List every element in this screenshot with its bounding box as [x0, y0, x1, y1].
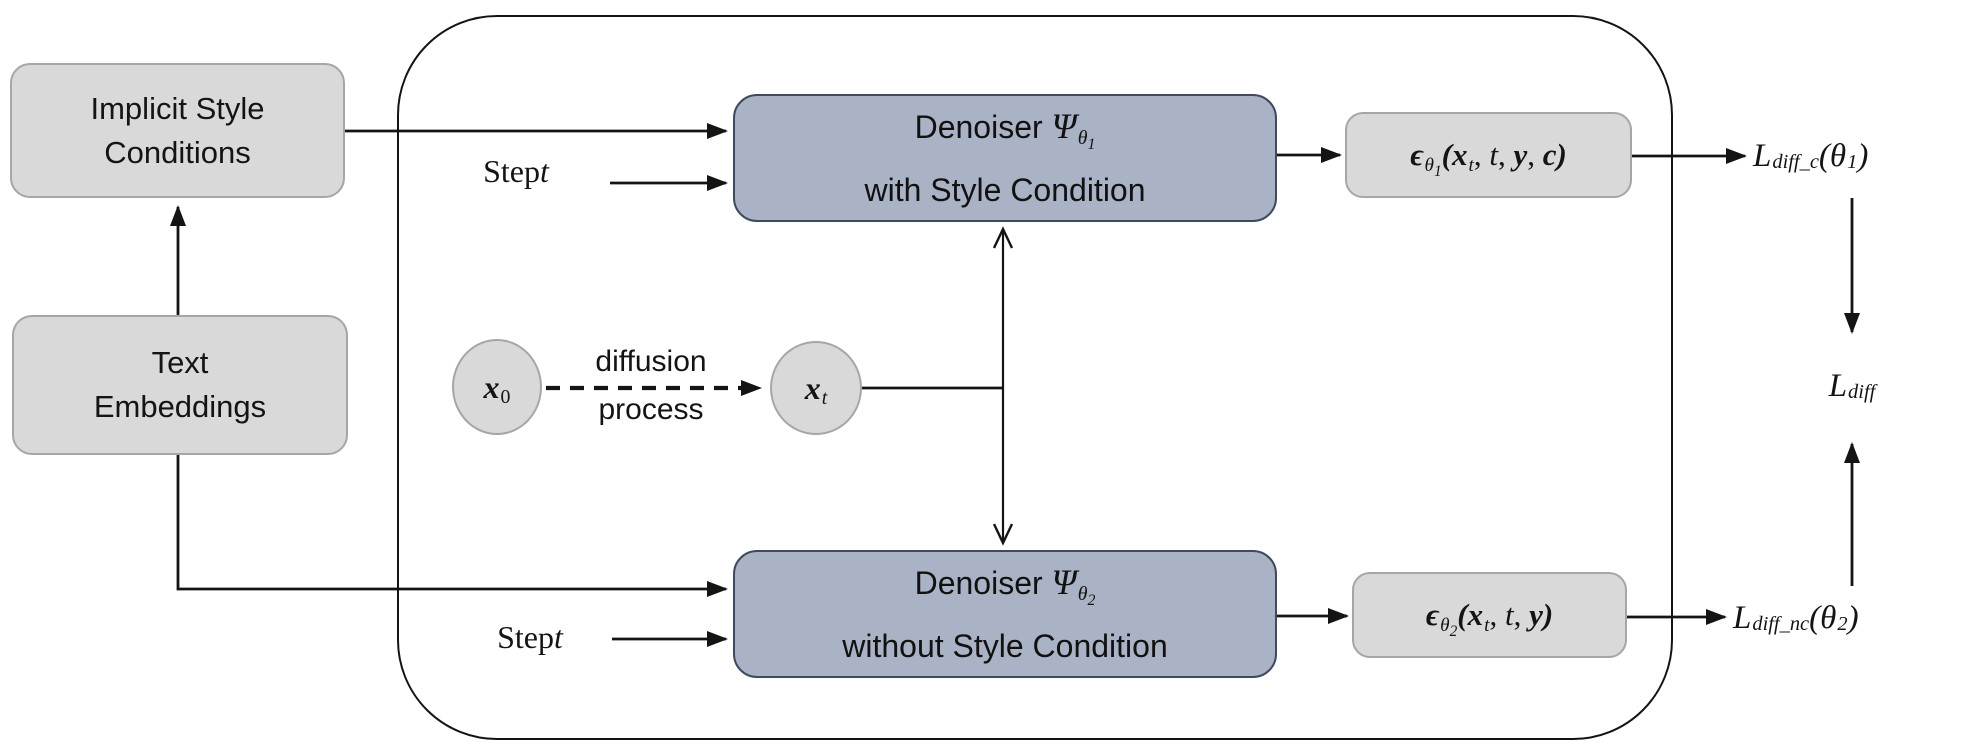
denoiser2-title: Denoiser Ψθ2	[915, 554, 1096, 618]
implicit-style-conditions-box: Implicit Style Conditions	[10, 63, 345, 198]
eps1-expression: ϵθ1(xt, t, y, c)	[1410, 137, 1567, 181]
xt-node: xt	[770, 341, 862, 435]
x0-node: x0	[452, 339, 542, 435]
eps2-expression: ϵθ2(xt, t, y)	[1425, 597, 1554, 641]
eps2-output-box: ϵθ2(xt, t, y)	[1352, 572, 1627, 658]
denoiser1-box: Denoiser Ψθ1 with Style Condition	[733, 94, 1277, 222]
denoiser2-subscript: θ2	[1077, 582, 1096, 610]
psi-symbol: Ψ	[1051, 106, 1077, 146]
diffusion-process-line2: process	[598, 393, 704, 426]
xt-label: xt	[804, 369, 828, 410]
text-embeddings-line2: Embeddings	[93, 389, 267, 424]
text-embeddings-line1: Text	[151, 345, 209, 380]
diffusion-process-caption: diffusion process	[551, 338, 751, 434]
step-t-label-bottom: Step t	[497, 618, 563, 655]
implicit-style-conditions-line1: Implicit Style	[90, 90, 265, 126]
denoiser1-title: Denoiser Ψθ1	[915, 98, 1096, 162]
psi-symbol: Ψ	[1051, 562, 1077, 602]
training-container-frame	[397, 15, 1673, 740]
denoiser1-title-text: Denoiser	[914, 109, 1052, 145]
diffusion-process-line1: diffusion	[595, 345, 707, 378]
implicit-style-conditions-line2: Conditions	[104, 134, 251, 170]
x0-label: x0	[483, 368, 511, 409]
step-t-label-top: Step t	[483, 152, 549, 189]
denoiser2-box: Denoiser Ψθ2 without Style Condition	[733, 550, 1277, 678]
denoiser2-title-text: Denoiser	[914, 565, 1052, 601]
denoiser1-subscript: θ1	[1077, 126, 1096, 154]
denoiser1-subtitle: with Style Condition	[864, 172, 1146, 208]
text-embeddings-box: Text Embeddings	[12, 315, 348, 455]
denoiser2-subtitle: without Style Condition	[842, 628, 1168, 664]
eps1-output-box: ϵθ1(xt, t, y, c)	[1345, 112, 1632, 198]
